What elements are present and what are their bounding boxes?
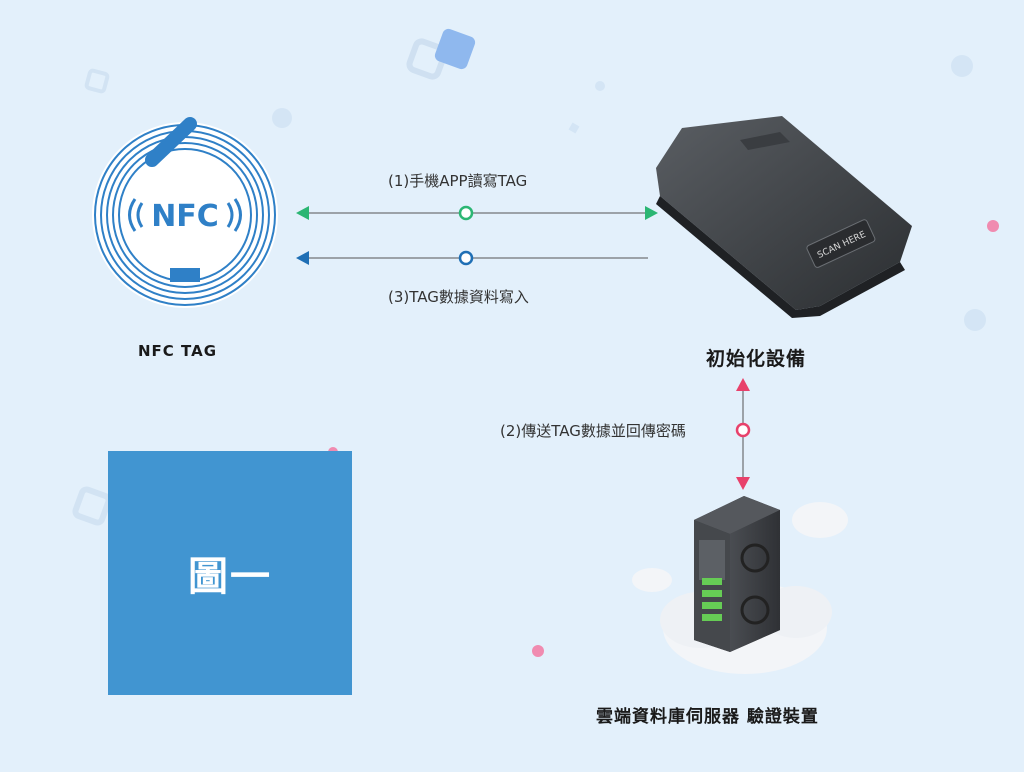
figure-label: 圖一 (188, 554, 272, 600)
nfc-tag-icon: NFC (92, 117, 278, 308)
figure-label-box: 圖一 (108, 451, 352, 695)
edge-step3-arrow (296, 250, 648, 266)
edge-step2-arrow (735, 378, 751, 490)
cloud-server-icon (632, 496, 848, 674)
edge-step2-label: (2)傳送TAG數據並回傳密碼 (500, 422, 686, 440)
edge-step3-label: (3)TAG數據資料寫入 (388, 288, 529, 306)
edge-step1-arrow (296, 205, 658, 221)
init-device-label: 初始化設備 (706, 348, 807, 370)
cloud-server-label: 雲端資料庫伺服器 驗證裝置 (596, 707, 819, 727)
edge-step1-label: (1)手機APP讀寫TAG (388, 172, 528, 190)
nfc-badge-text: NFC (151, 199, 219, 234)
nfc-tag-label: NFC TAG (138, 342, 218, 360)
card-reader-icon: SCAN HERE (656, 116, 912, 318)
